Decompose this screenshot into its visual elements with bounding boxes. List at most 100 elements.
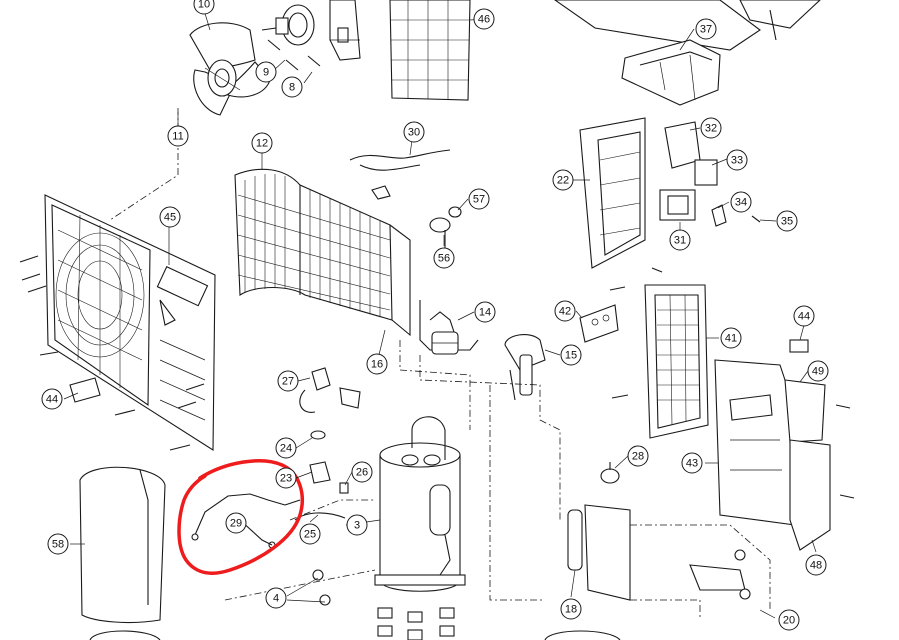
callout-circle [299, 523, 321, 545]
callout-number: 12 [256, 138, 268, 150]
small-parts [299, 367, 361, 494]
callout-circle [474, 301, 496, 323]
callout-23: 23 [275, 467, 297, 489]
callout-27: 27 [277, 370, 299, 392]
callout-number: 34 [735, 197, 747, 209]
callout-circle [281, 76, 303, 98]
callout-8: 8 [281, 76, 303, 98]
callout-number: 46 [478, 14, 490, 26]
callout-circle [275, 437, 297, 459]
callout-circle [669, 229, 691, 251]
callout-circle [255, 61, 277, 83]
callout-circle [776, 210, 798, 232]
callout-56: 56 [433, 247, 455, 269]
callout-circle [193, 0, 215, 15]
callout-number: 14 [479, 307, 491, 319]
callout-number: 58 [52, 539, 64, 551]
callout-45: 45 [159, 206, 181, 228]
callout-12: 12 [251, 132, 273, 154]
base-pan-edges [89, 630, 621, 640]
callout-circle [47, 533, 69, 555]
callout-number: 25 [304, 529, 316, 541]
callout-number: 35 [781, 216, 793, 228]
callout-number: 9 [263, 67, 269, 79]
callout-34: 34 [730, 191, 752, 213]
callout-circle [627, 445, 649, 467]
callout-number: 30 [408, 127, 420, 139]
callout-circle [700, 117, 722, 139]
assembly-lines [109, 108, 771, 620]
callout-circle [346, 514, 368, 536]
motor-bracket [329, 0, 361, 61]
callout-number: 37 [700, 24, 712, 36]
leader-lines [63, 9, 817, 619]
callout-circle [793, 305, 815, 327]
callout-49: 49 [807, 360, 829, 382]
callout-18: 18 [560, 598, 582, 620]
callout-number: 23 [280, 473, 292, 485]
callout-circle [159, 206, 181, 228]
callout-circle [554, 300, 576, 322]
callout-number: 41 [725, 333, 737, 345]
right-screws [609, 267, 855, 499]
callout-44: 44 [41, 388, 63, 410]
callout-46: 46 [473, 8, 495, 30]
callout-number: 3 [354, 520, 360, 532]
callout-48: 48 [805, 554, 827, 576]
callout-circle [720, 327, 742, 349]
callout-35: 35 [776, 210, 798, 232]
callout-24: 24 [275, 437, 297, 459]
callout-37: 37 [695, 18, 717, 40]
accumulator [567, 462, 751, 601]
callout-circle [560, 344, 582, 366]
callout-16: 16 [366, 353, 388, 375]
callout-circle [473, 8, 495, 30]
control-box [621, 39, 721, 106]
callout-31: 31 [669, 229, 691, 251]
callout-circle [560, 598, 582, 620]
handle-left [69, 377, 101, 403]
callout-number: 26 [356, 467, 368, 479]
callout-number: 11 [172, 131, 183, 143]
valve-cap [429, 206, 462, 248]
callout-circle [778, 609, 800, 631]
highlight-circle [177, 459, 304, 575]
corner-panel [784, 339, 831, 551]
callout-circle [726, 149, 748, 171]
fan-motor [261, 4, 315, 46]
callout-25: 25 [299, 523, 321, 545]
compressor [374, 416, 466, 592]
screws-top [267, 39, 321, 71]
callout-circle [265, 587, 287, 609]
callout-circle [695, 18, 717, 40]
callout-number: 48 [810, 560, 822, 572]
callout-circle [403, 121, 425, 143]
fan-guard-grille [389, 0, 471, 101]
callout-44: 44 [793, 305, 815, 327]
capillary-tube [349, 149, 451, 171]
callout-10: 10 [193, 0, 215, 15]
callout-circle [366, 353, 388, 375]
callout-33: 33 [726, 149, 748, 171]
callout-number: 15 [565, 350, 577, 362]
callout-number: 45 [164, 212, 176, 224]
callout-26: 26 [351, 461, 373, 483]
callout-circle [552, 169, 574, 191]
callout-number: 44 [798, 311, 810, 323]
cable-25 [294, 512, 346, 521]
callout-20: 20 [778, 609, 800, 631]
callout-circle [41, 388, 63, 410]
callout-number: 24 [280, 443, 292, 455]
callout-number: 16 [371, 359, 383, 371]
callout-circle [805, 554, 827, 576]
callout-number: 31 [674, 235, 686, 247]
terminal-plate [579, 304, 619, 343]
callout-circle [225, 512, 247, 534]
callout-number: 42 [559, 306, 571, 318]
small-clip [371, 185, 391, 200]
callout-number: 28 [632, 451, 644, 463]
electrical-parts [659, 121, 761, 227]
callout-4: 4 [265, 587, 287, 609]
side-panel-43 [714, 359, 796, 526]
